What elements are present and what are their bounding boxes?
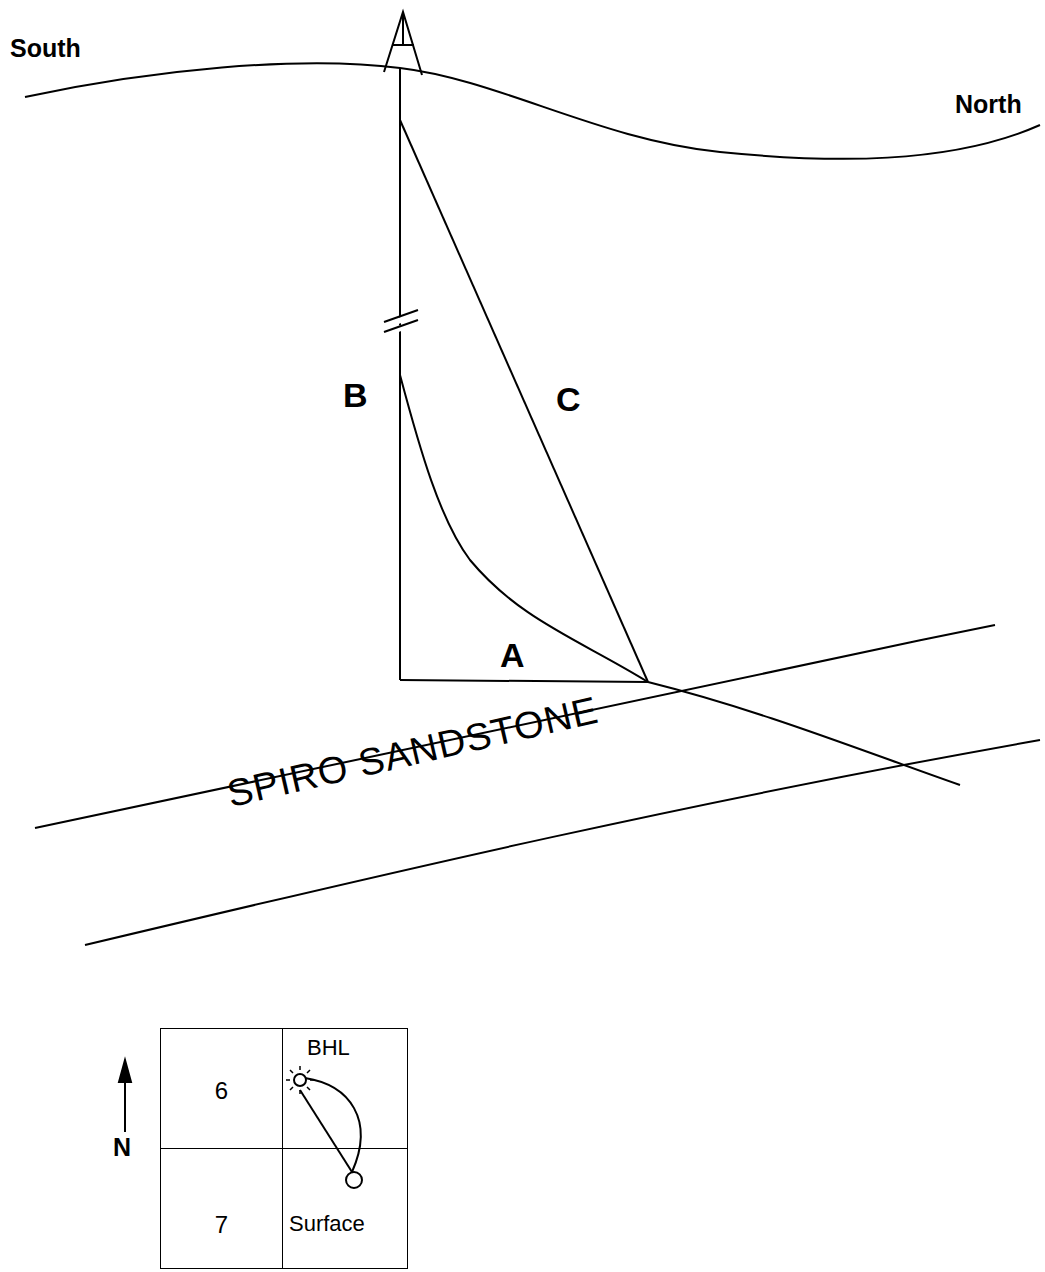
formation-name: SPIRO SANDSTONE xyxy=(223,691,601,813)
well-continuation xyxy=(648,682,960,785)
surface-location xyxy=(346,1172,362,1188)
well-label: A xyxy=(500,638,525,672)
north-arrowhead xyxy=(119,1060,131,1082)
map-label: 6 xyxy=(215,1079,228,1103)
map-section: 6 xyxy=(160,1028,283,1149)
map-label: BHL xyxy=(307,1037,350,1059)
direction-label: North xyxy=(955,92,1022,117)
map-label: 7 xyxy=(215,1213,228,1237)
break-mark xyxy=(384,310,418,332)
map-section: 7 xyxy=(160,1148,283,1269)
vertical-well xyxy=(399,68,401,680)
map-section: BHL xyxy=(282,1028,408,1149)
map-section: Surface xyxy=(282,1148,408,1269)
sandstone-band: SPIRO SANDSTONE xyxy=(0,600,1045,960)
map-curved-path xyxy=(305,1078,361,1172)
ground-surface xyxy=(25,63,1040,159)
direction-label: South xyxy=(10,36,81,61)
north-arrow xyxy=(124,1075,126,1132)
map-label: Surface xyxy=(289,1213,365,1235)
band-outline xyxy=(0,600,1045,960)
bhl-symbol xyxy=(286,1066,314,1094)
well-label: C xyxy=(556,382,581,416)
straight-well xyxy=(400,120,648,682)
compass-label: N xyxy=(113,1135,131,1160)
map-straight-path xyxy=(300,1090,352,1172)
derrick-symbol xyxy=(384,12,422,75)
well-label: B xyxy=(343,378,368,412)
horizontal-displacement xyxy=(400,680,648,682)
curved-well xyxy=(400,375,648,682)
